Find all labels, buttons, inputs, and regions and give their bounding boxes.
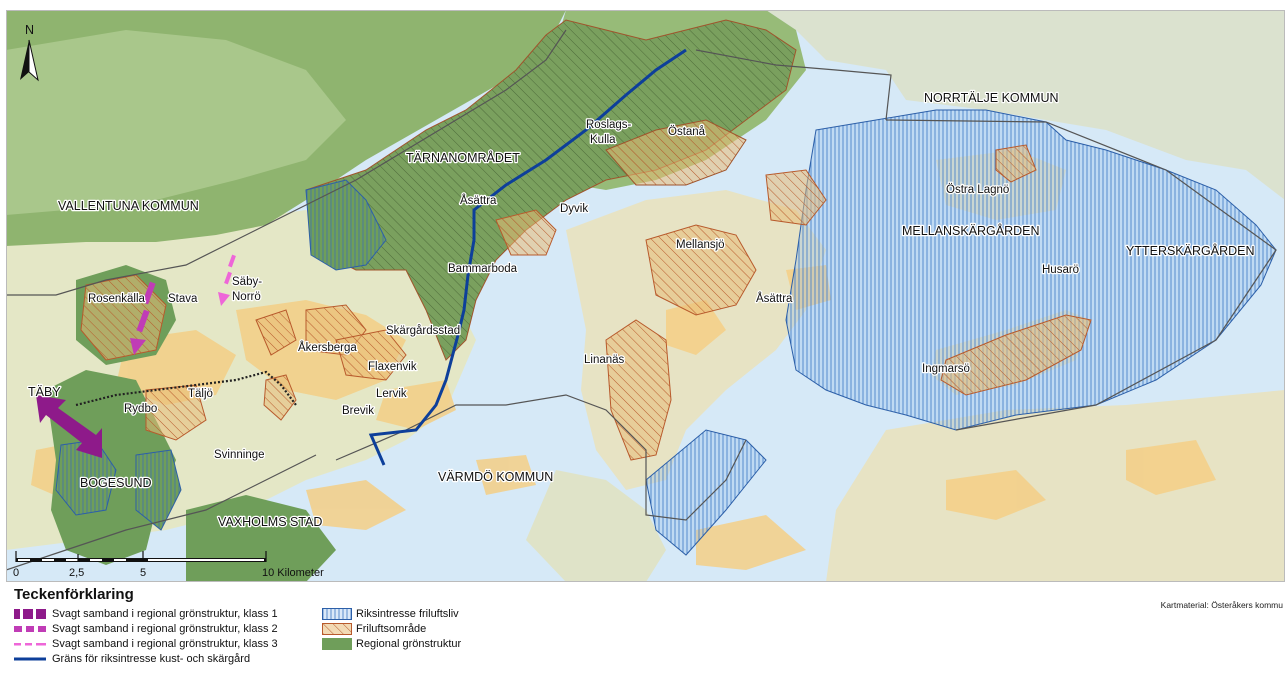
label-bogesund: BOGESUND: [80, 476, 152, 490]
friluftsomrade-ostana: [605, 119, 747, 186]
legend-label-klass3: Svagt samband i regional grönstruktur, k…: [52, 638, 278, 650]
label-vallentuna: VALLENTUNA KOMMUN: [58, 199, 199, 213]
legend-label-gronstruktur: Regional grönstruktur: [356, 638, 462, 650]
legend-title: Teckenförklaring: [14, 586, 134, 603]
map-panel: N VALLENTUNA KOMMUN NORRTÄLJE KOMMUN VÄR…: [6, 10, 1285, 582]
map-canvas: N VALLENTUNA KOMMUN NORRTÄLJE KOMMUN VÄR…: [6, 10, 1285, 582]
legend-item-grans: Gräns för riksintresse kust- och skärgår…: [14, 652, 250, 666]
label-taljo: Täljö: [188, 388, 213, 400]
label-asattra-west: Åsättra: [460, 194, 497, 207]
land-north: [766, 10, 1285, 200]
legend-label-grans: Gräns för riksintresse kust- och skärgår…: [52, 653, 251, 665]
label-rosenkalla: Rosenkälla: [88, 293, 145, 305]
label-flaxenvik: Flaxenvik: [368, 361, 417, 373]
land-west-forest-light: [6, 30, 346, 215]
friluftsomrade-tarnan: [305, 19, 797, 361]
north-label: N: [25, 23, 34, 37]
label-vaxholm: VAXHOLMS STAD: [218, 515, 322, 529]
legend-item-klass2: Svagt samband i regional grönstruktur, k…: [14, 622, 278, 636]
legend-swatch-klass2: [14, 626, 46, 632]
label-husaro: Husarö: [1042, 264, 1079, 276]
label-ingmarso: Ingmarsö: [922, 363, 970, 375]
samband-klass1: [36, 395, 102, 458]
municipal-boundaries: [6, 29, 1277, 571]
island-southwest: [526, 470, 666, 582]
legend: Teckenförklaring Svagt samband i regiona…: [14, 586, 1285, 678]
samband-klass2: [130, 281, 156, 355]
legend-swatch-friluftsomrade: [322, 623, 352, 635]
island-south: [826, 390, 1285, 582]
legend-swatch-klass3: [14, 643, 46, 646]
label-bammarboda: Bammarboda: [448, 263, 518, 275]
legend-item-klass3: Svagt samband i regional grönstruktur, k…: [14, 637, 278, 651]
label-akersberga: Åkersberga: [298, 341, 357, 354]
legend-label-klass2: Svagt samband i regional grönstruktur, k…: [52, 623, 278, 635]
scale-tick-5: 5: [140, 567, 146, 579]
scale-tick-2-5: 2,5: [69, 567, 84, 579]
track-line: [75, 370, 297, 407]
label-norrtalje: NORRTÄLJE KOMMUN: [924, 91, 1059, 105]
label-kulla: Kulla: [590, 134, 616, 146]
legend-item-klass1: Svagt samband i regional grönstruktur, k…: [14, 607, 278, 621]
label-varmdo: VÄRMDÖ KOMMUN: [438, 470, 553, 484]
north-arrow-icon: [20, 40, 29, 80]
label-tarnanomradet: TÄRNANOMRÅDET: [406, 150, 520, 165]
label-ostra-lagno: Östra Lagnö: [946, 184, 1009, 196]
label-rydbo: Rydbo: [124, 403, 157, 415]
label-norro: Norrö: [232, 291, 261, 303]
legend-label-friluftsomrade: Friluftsområde: [356, 623, 427, 635]
legend-item-friluftsomrade: Friluftsområde: [322, 622, 426, 636]
samband-klass3: [218, 254, 236, 306]
north-arrow[interactable]: N: [20, 23, 39, 82]
label-taby: TÄBY: [28, 385, 61, 399]
scale-tick-10: 10 Kilometer: [262, 567, 324, 579]
label-linanas: Linanäs: [584, 354, 625, 366]
label-ytterskargarden: YTTERSKÄRGÅRDEN: [1126, 243, 1255, 258]
friluftsomraden: [80, 144, 1092, 461]
map-credit: Kartmaterial: Österåkers kommu: [1160, 600, 1283, 610]
legend-label-klass1: Svagt samband i regional grönstruktur, k…: [52, 608, 278, 620]
label-svinninge: Svinninge: [214, 449, 265, 461]
label-saby: Säby-: [232, 276, 262, 288]
legend-swatch-grans: [14, 657, 46, 661]
legend-item-riksintresse: Riksintresse friluftsliv: [322, 607, 459, 621]
label-mellansjo: Mellansjö: [676, 239, 725, 251]
grans-riksintresse-kust: [368, 48, 687, 466]
label-dyvik: Dyvik: [560, 203, 588, 215]
legend-label-riksintresse: Riksintresse friluftsliv: [356, 608, 459, 620]
label-ostana: Östanå: [668, 126, 706, 138]
scale-tick-0: 0: [13, 567, 19, 579]
legend-item-gronstruktur: Regional grönstruktur: [322, 637, 461, 651]
legend-swatch-riksintresse: [322, 608, 352, 620]
label-asattra-east: Åsättra: [756, 292, 793, 305]
scale-bar: 0 2,5 5 10 Kilometer: [13, 551, 324, 579]
label-stava: Stava: [168, 293, 198, 305]
label-lervik: Lervik: [376, 388, 407, 400]
riksintresse-friluftsliv-bogesund-2: [135, 449, 182, 531]
label-brevik: Brevik: [342, 405, 374, 417]
label-mellanskargarden: MELLANSKÄRGÅRDEN: [902, 223, 1040, 238]
legend-swatch-klass1: [14, 609, 46, 619]
label-roslags: Roslags-: [586, 119, 632, 131]
legend-swatch-gronstruktur: [322, 638, 352, 650]
label-skargardsstad: Skärgårdsstad: [386, 325, 460, 337]
